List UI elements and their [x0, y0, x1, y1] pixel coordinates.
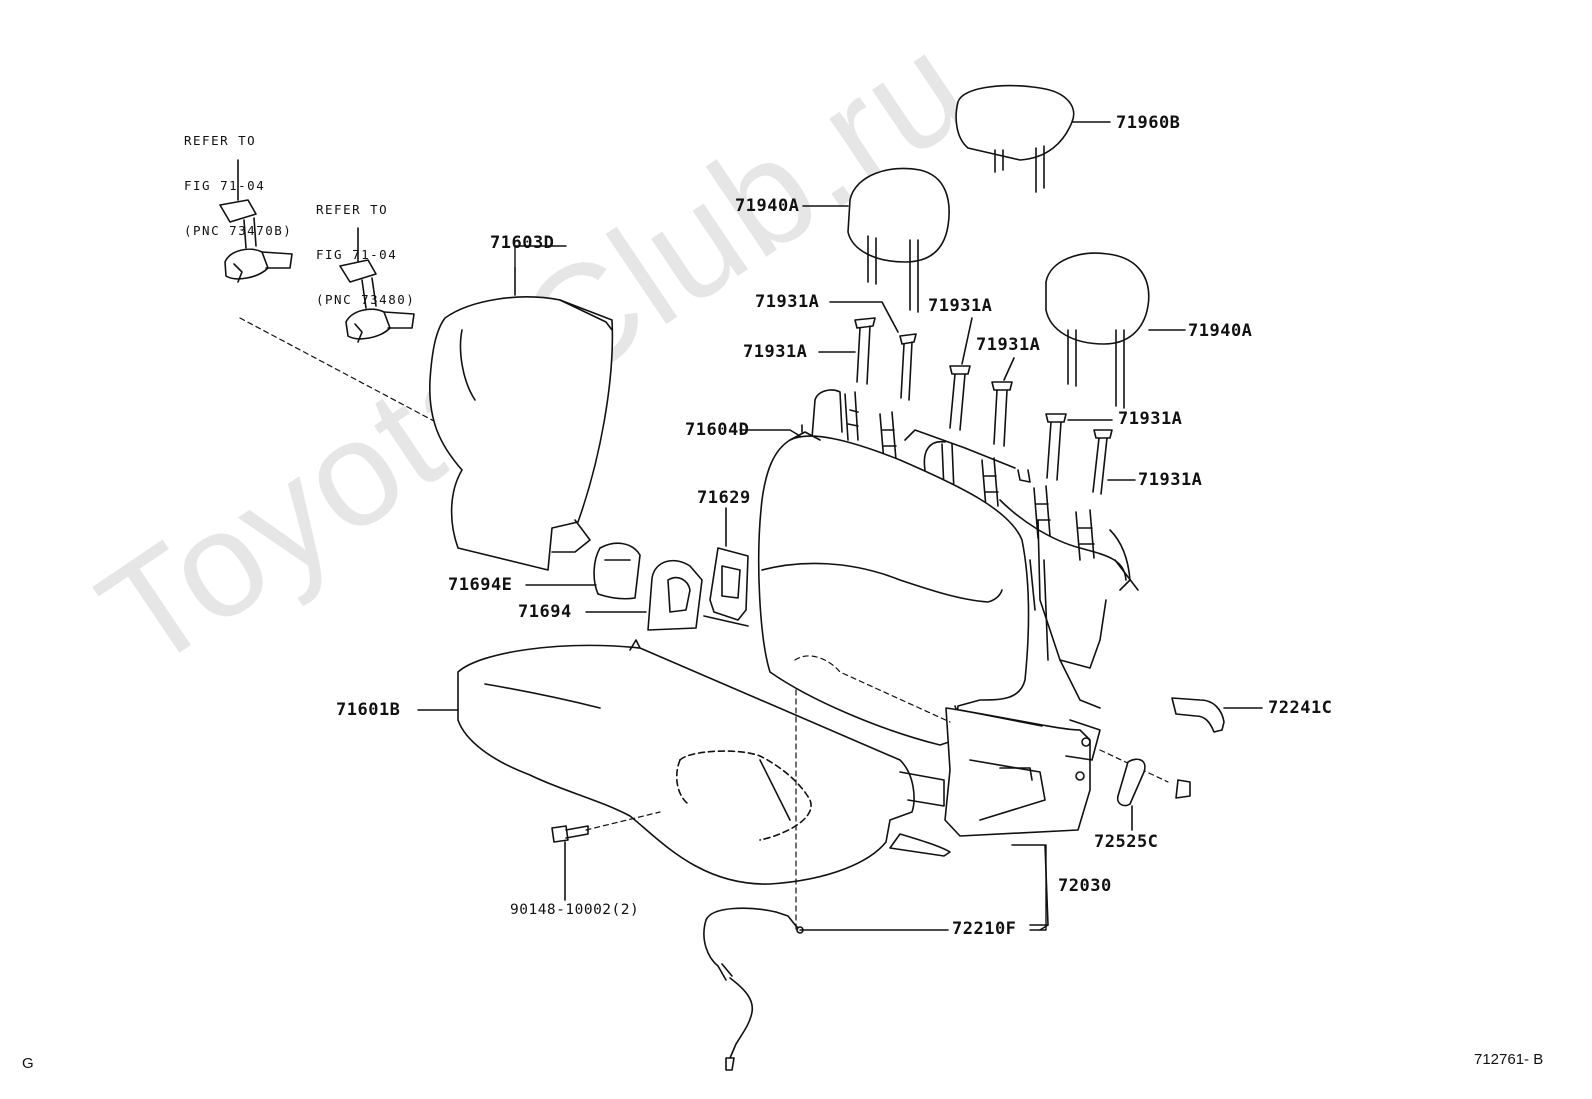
seatback-71604D: [757, 424, 1030, 746]
label-71931A-6: 71931A: [1138, 470, 1203, 490]
label-90148-10002: 90148-10002(2): [510, 902, 640, 918]
footer-left-code: G: [22, 1055, 34, 1072]
label-71931A-4: 71931A: [976, 335, 1041, 355]
label-71931A-3: 71931A: [743, 342, 808, 362]
cover-71694: [647, 559, 703, 631]
cable-72210F: [703, 907, 1049, 1071]
label-71931A-5: 71931A: [1118, 409, 1183, 429]
leader-lines: [417, 245, 1047, 931]
refer-note-2-line-1: REFER TO: [316, 202, 389, 217]
headrest-supports-71931A: [818, 301, 1136, 495]
dashed-leader-back: [794, 655, 951, 723]
label-71931A-1: 71931A: [755, 292, 820, 312]
label-71694: 71694: [518, 602, 572, 622]
refer-note-1-line-1: REFER TO: [184, 133, 257, 148]
refer-note-2-line-3: (PNC 73480): [316, 292, 416, 307]
knob-72525C: [1116, 758, 1191, 831]
head-restraint-71960B: [955, 84, 1111, 193]
head-restraint-71940A-right: [1045, 252, 1186, 409]
label-72210F: 72210F: [952, 919, 1017, 939]
seatbelt-buckle-right: [339, 227, 415, 343]
seatbelt-buckle-left: [219, 159, 293, 283]
footer-diagram-code: 712761- B: [1474, 1051, 1544, 1068]
label-72525C: 72525C: [1094, 832, 1159, 852]
label-71960B: 71960B: [1116, 113, 1181, 133]
label-71603D: 71603D: [490, 233, 555, 253]
label-71694E: 71694E: [448, 575, 513, 595]
refer-note-1: REFER TO FIG 71-04 (PNC 73470B): [184, 103, 292, 253]
refer-note-2: REFER TO FIG 71-04 (PNC 73480): [316, 172, 415, 322]
label-72241C: 72241C: [1268, 698, 1333, 718]
dashed-leader-bolt: [585, 811, 661, 831]
label-71931A-2: 71931A: [928, 296, 993, 316]
head-restraint-71940A-left: [802, 167, 950, 313]
seat-cushion-71601B: [457, 639, 945, 885]
cap-72241C: [1171, 697, 1263, 733]
seat-frame-72030: [889, 707, 1101, 926]
refer-note-1-line-2: FIG 71-04: [184, 178, 266, 193]
seatback-cover-71603D: [428, 267, 614, 571]
refer-note-1-line-3: (PNC 73470B): [184, 223, 293, 238]
seatback-frame: [811, 389, 1139, 709]
cover-71694E: [593, 542, 641, 600]
label-71940A-right: 71940A: [1188, 321, 1253, 341]
label-71629: 71629: [697, 488, 751, 508]
refer-note-2-line-2: FIG 71-04: [316, 247, 398, 262]
label-71601B: 71601B: [336, 700, 401, 720]
label-71604D: 71604D: [685, 420, 750, 440]
bracket-71629: [703, 507, 749, 627]
label-72030: 72030: [1058, 876, 1112, 896]
label-71940A-left: 71940A: [735, 196, 800, 216]
bolt-90148: [551, 825, 589, 901]
